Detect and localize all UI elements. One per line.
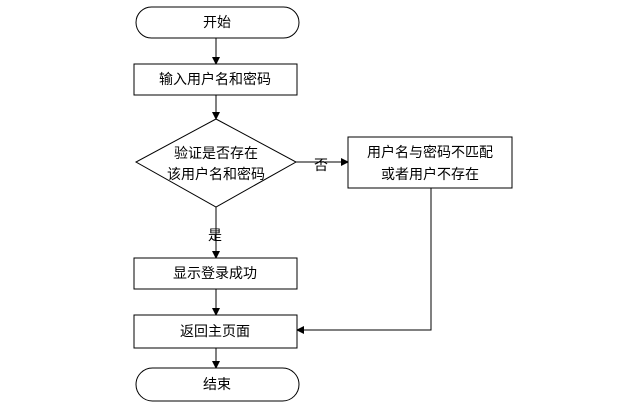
return-home-label: 返回主页面 bbox=[180, 324, 250, 340]
success-node: 显示登录成功 bbox=[133, 257, 298, 290]
end-label: 结束 bbox=[203, 377, 231, 393]
start-node: 开始 bbox=[135, 6, 300, 39]
error-label-line-2: 或者用户不存在 bbox=[381, 166, 479, 183]
input-label: 输入用户名和密码 bbox=[159, 71, 271, 88]
edge-label-yes: 是 bbox=[208, 228, 222, 244]
verify-label-line-2: 该用户名和密码 bbox=[167, 166, 265, 183]
verify-label-line-1: 验证是否存在 bbox=[174, 146, 258, 162]
input-node: 输入用户名和密码 bbox=[133, 63, 298, 96]
end-node: 结束 bbox=[135, 367, 300, 402]
connectors bbox=[212, 38, 432, 369]
start-label: 开始 bbox=[203, 15, 231, 31]
error-node: 用户名与密码不匹配 或者用户不存在 bbox=[347, 136, 513, 189]
verify-decision-node: 验证是否存在 该用户名和密码 bbox=[134, 118, 298, 208]
edge-label-no: 否 bbox=[314, 158, 328, 174]
error-label-line-1: 用户名与密码不匹配 bbox=[367, 144, 493, 161]
edge-error-to-return bbox=[296, 188, 432, 334]
return-home-node: 返回主页面 bbox=[133, 314, 298, 349]
success-label: 显示登录成功 bbox=[173, 266, 257, 282]
